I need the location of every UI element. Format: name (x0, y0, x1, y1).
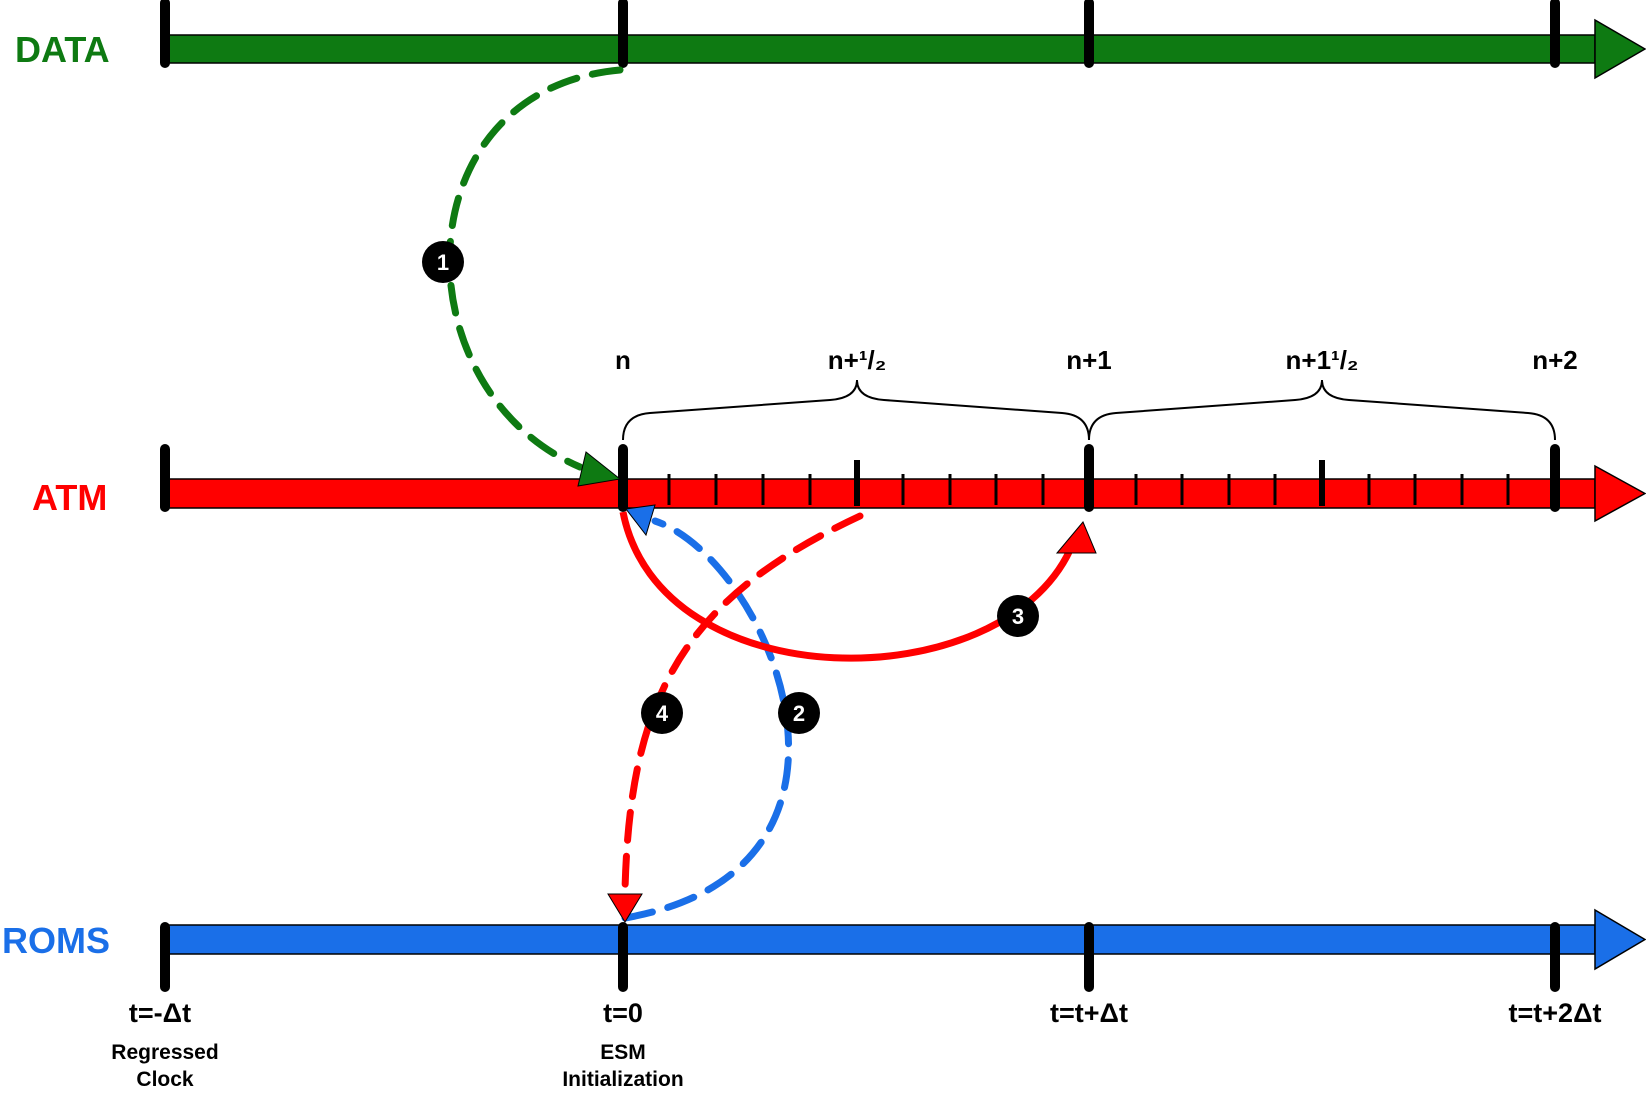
step-label-n-half: n+¹/₂ (828, 345, 887, 375)
step-label-n2: n+2 (1532, 345, 1578, 375)
arrow-data-to-atm (446, 66, 624, 471)
step-badge-2: 2 (778, 692, 820, 734)
step-badge-1-circle (422, 241, 464, 283)
brace-first-step (622, 379, 1090, 441)
time-label-t-plus2: t=t+2Δt (1509, 998, 1602, 1028)
step-label-n1: n+1 (1066, 345, 1112, 375)
atm-track-bar (164, 478, 1596, 509)
arrow-atm-to-roms (621, 512, 864, 894)
arrow-atm-step-head (1055, 521, 1097, 554)
atm-track-arrowhead (1594, 464, 1646, 523)
note-esm-line1: ESM (600, 1041, 646, 1064)
arrow-atm-to-roms-head (607, 893, 643, 923)
time-label-t-zero: t=0 (603, 998, 643, 1028)
step-badge-2-circle (778, 692, 820, 734)
time-label-t-minus: t=-Δt (129, 998, 191, 1028)
data-track: DATA (15, 0, 1646, 80)
atm-track-label: ATM (32, 477, 107, 518)
step-badge-1-label: 1 (437, 250, 449, 275)
roms-track-bar (164, 924, 1596, 955)
step-label-n: n (615, 345, 631, 375)
step-label-n1-half: n+1¹/₂ (1286, 345, 1359, 375)
arrow-data-to-atm-head (577, 451, 622, 487)
note-regressed-line2: Clock (136, 1068, 194, 1091)
data-track-bar (164, 34, 1596, 64)
step-badge-2-label: 2 (793, 701, 805, 726)
data-track-arrowhead (1594, 18, 1646, 80)
atm-track: ATM (32, 444, 1646, 523)
brace-second-step (1088, 379, 1556, 441)
step-badge-4-circle (641, 692, 683, 734)
roms-track: ROMS (2, 908, 1646, 992)
arrow-atm-step (619, 511, 1074, 662)
step-badge-3-label: 3 (1012, 604, 1024, 629)
step-badge-1: 1 (422, 241, 464, 283)
step-badge-3: 3 (997, 595, 1039, 637)
time-label-t-plus: t=t+Δt (1050, 998, 1128, 1028)
roms-track-arrowhead (1594, 908, 1646, 971)
step-badge-3-circle (997, 595, 1039, 637)
step-badge-4-label: 4 (656, 701, 669, 726)
atm-minor-ticks (667, 474, 1510, 505)
arrow-roms-to-atm-head (625, 504, 656, 537)
roms-track-label: ROMS (2, 920, 110, 961)
note-esm-line2: Initialization (562, 1068, 683, 1091)
step-badge-4: 4 (641, 692, 683, 734)
note-regressed-line1: Regressed (111, 1041, 218, 1064)
data-track-label: DATA (15, 29, 110, 70)
